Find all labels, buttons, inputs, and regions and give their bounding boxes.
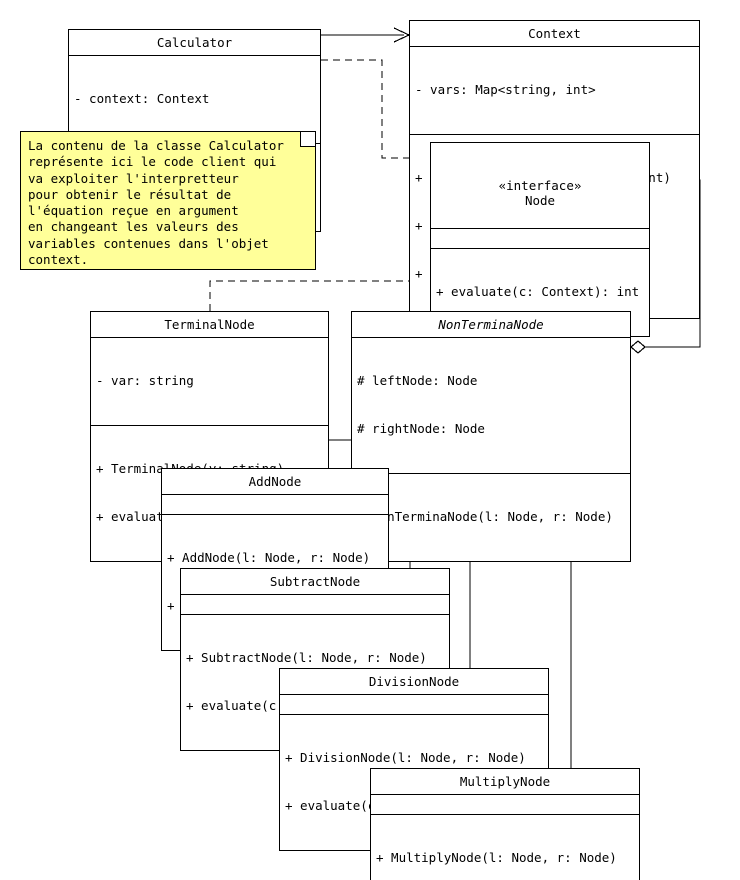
operation-row: + MultiplyNode(l: Node, r: Node) <box>376 850 617 865</box>
class-name-nonterminanode: NonTerminaNode <box>352 312 630 338</box>
attribute-row: - var: string <box>96 373 194 388</box>
edge-calculator-context-association <box>321 27 411 43</box>
class-attributes-node <box>431 229 649 249</box>
class-name-node: «interface»Node <box>431 143 649 229</box>
class-name-calculator: Calculator <box>69 30 320 56</box>
operation-row: + evaluate(c: Context): int <box>436 284 640 299</box>
operation-row: + NonTerminaNode(l: Node, r: Node) <box>357 509 613 524</box>
class-attributes-divisionnode <box>280 695 548 715</box>
class-operations-nonterminanode: + NonTerminaNode(l: Node, r: Node) <box>352 474 630 561</box>
class-name-context: Context <box>410 21 699 47</box>
operation-row: + AddNode(l: Node, r: Node) <box>167 550 371 565</box>
note-fold-corner <box>300 132 315 147</box>
stereotype-label: «interface» <box>498 178 582 193</box>
class-attributes-addnode <box>162 495 388 515</box>
note-calculator[interactable]: La contenu de la classe Calculator repré… <box>20 131 316 270</box>
class-operations-node: + evaluate(c: Context): int <box>431 249 649 336</box>
class-box-node[interactable]: «interface»Node + evaluate(c: Context): … <box>430 142 650 337</box>
operation-row: + SubtractNode(l: Node, r: Node) <box>186 650 427 665</box>
operation-row: + DivisionNode(l: Node, r: Node) <box>285 750 526 765</box>
class-attributes-context: - vars: Map<string, int> <box>410 47 699 135</box>
attribute-row: - context: Context <box>74 91 210 106</box>
attribute-row: # leftNode: Node <box>357 373 478 388</box>
class-name-divisionnode: DivisionNode <box>280 669 548 695</box>
class-attributes-terminalnode: - var: string <box>91 338 328 426</box>
class-box-nonterminanode[interactable]: NonTerminaNode # leftNode: Node # rightN… <box>351 311 631 562</box>
attribute-row: - vars: Map<string, int> <box>415 82 596 97</box>
class-attributes-nonterminanode: # leftNode: Node # rightNode: Node <box>352 338 630 474</box>
class-name-multiplynode: MultiplyNode <box>371 769 639 795</box>
class-name-addnode: AddNode <box>162 469 388 495</box>
class-name-terminalnode: TerminalNode <box>91 312 328 338</box>
class-name-label: Node <box>524 193 556 208</box>
class-operations-multiplynode: + MultiplyNode(l: Node, r: Node) + evalu… <box>371 815 639 880</box>
note-text: La contenu de la classe Calculator repré… <box>28 138 284 268</box>
class-name-subtractnode: SubtractNode <box>181 569 449 595</box>
class-attributes-subtractnode <box>181 595 449 615</box>
attribute-row: # rightNode: Node <box>357 421 485 436</box>
class-box-multiplynode[interactable]: MultiplyNode + MultiplyNode(l: Node, r: … <box>370 768 640 880</box>
class-attributes-multiplynode <box>371 795 639 815</box>
